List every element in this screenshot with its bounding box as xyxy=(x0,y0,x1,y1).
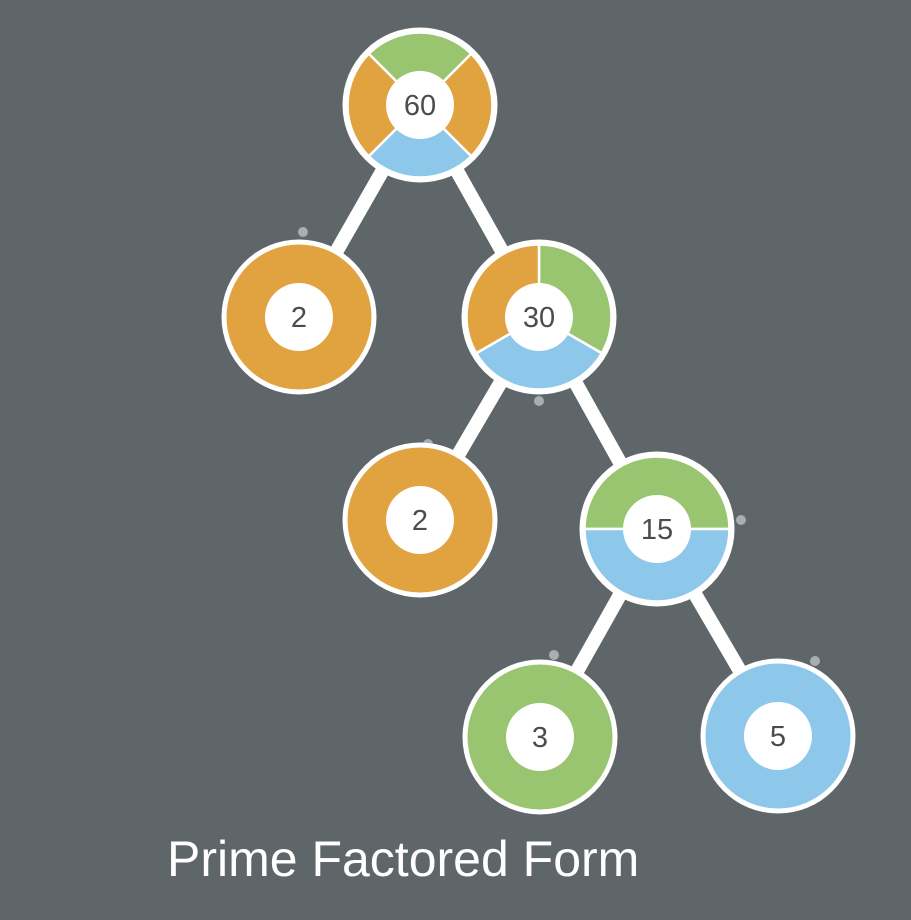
prime-segment xyxy=(346,52,422,158)
prime-segment xyxy=(583,455,731,531)
node-hole xyxy=(265,283,333,351)
tree-nodes-layer: 60 2 30 2 15 3 5 xyxy=(221,27,856,815)
node-hole xyxy=(623,495,691,563)
factor-value-label: 5 xyxy=(770,721,786,753)
node-hole xyxy=(386,71,454,139)
diagram-title: Prime Factored Form xyxy=(167,831,639,887)
factor-value-label: 15 xyxy=(641,514,673,546)
node-hole xyxy=(505,283,573,351)
node-hole xyxy=(506,703,574,771)
factor-value-label: 30 xyxy=(523,302,555,334)
factor-node-2[interactable]: 2 xyxy=(221,239,377,395)
prime-segment xyxy=(418,52,494,158)
factor-node-2[interactable]: 2 xyxy=(342,442,498,598)
handle-dot xyxy=(534,396,544,406)
handle-dot xyxy=(810,656,820,666)
factor-node-30[interactable]: 30 xyxy=(461,239,617,395)
node-hole xyxy=(386,486,454,554)
factor-node-15[interactable]: 15 xyxy=(579,451,735,607)
factor-node-3[interactable]: 3 xyxy=(462,659,618,815)
handle-dot xyxy=(298,227,308,237)
handle-dots-layer xyxy=(298,227,820,666)
factor-value-label: 2 xyxy=(291,302,307,334)
prime-segment xyxy=(367,103,473,179)
prime-segment xyxy=(367,31,473,107)
node-hole xyxy=(744,702,812,770)
handle-dot xyxy=(736,515,746,525)
factor-value-label: 3 xyxy=(532,722,548,754)
tree-edges-layer xyxy=(292,101,785,741)
factor-value-label: 60 xyxy=(404,90,436,122)
factor-node-60[interactable]: 60 xyxy=(342,27,498,183)
factor-value-label: 2 xyxy=(412,505,428,537)
handle-dot xyxy=(549,650,559,660)
factor-node-5[interactable]: 5 xyxy=(700,658,856,814)
prime-segment xyxy=(583,527,731,603)
